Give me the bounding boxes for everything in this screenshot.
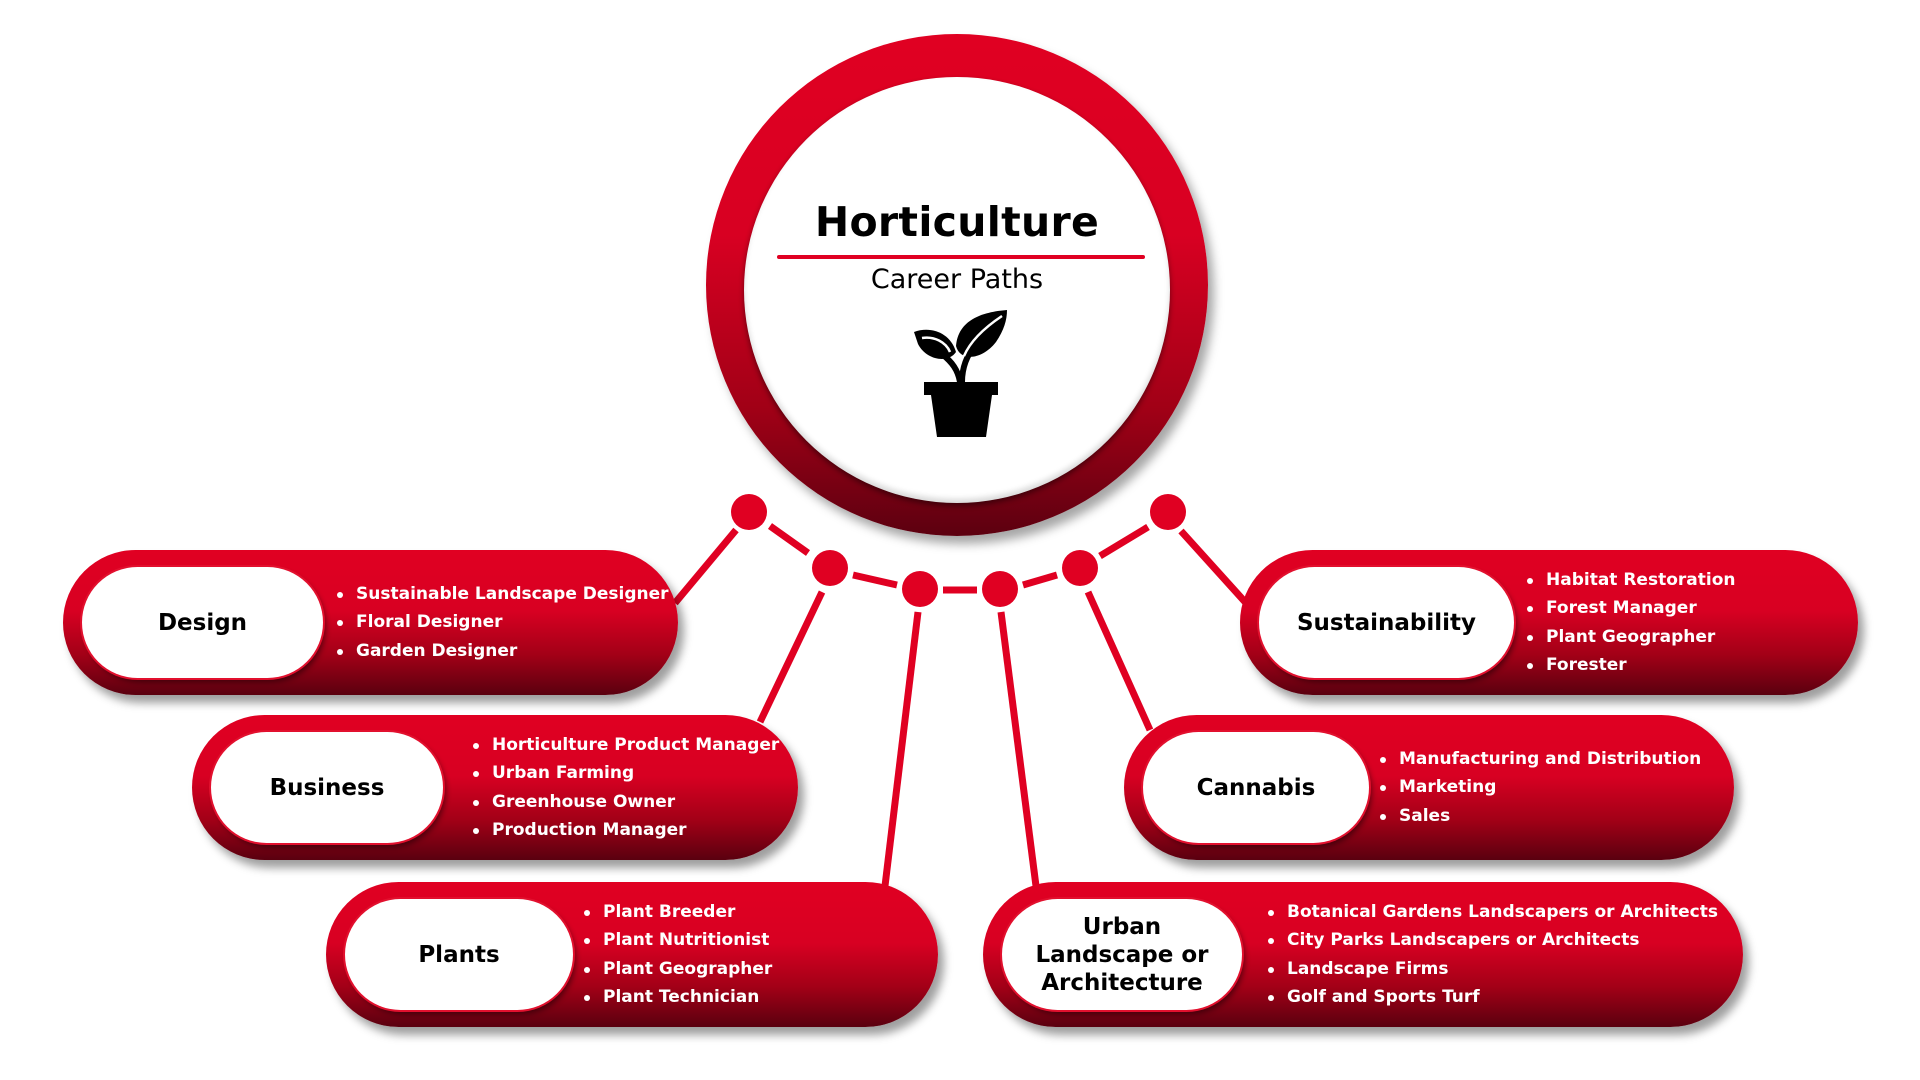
career-list-sustainability: Habitat Restoration Forest Manager Plant… [1527, 550, 1735, 695]
arc-segment [1022, 571, 1058, 589]
category-label-cannabis[interactable]: Cannabis [1143, 732, 1369, 843]
category-urban-landscape: Urban Landscape or Architecture Botanica… [983, 882, 1743, 1027]
career-item: Sustainable Landscape Designer [337, 580, 669, 609]
career-item: Sales [1380, 802, 1701, 831]
career-item: Forester [1527, 651, 1735, 680]
career-list-cannabis: Manufacturing and Distribution Marketing… [1380, 715, 1701, 860]
category-label-sustainability[interactable]: Sustainability [1259, 567, 1514, 678]
spoke-plants [881, 611, 922, 887]
career-item: Habitat Restoration [1527, 566, 1735, 595]
arc-segment [767, 523, 811, 556]
node-dot-urban-landscape [982, 571, 1018, 607]
node-dot-business [812, 550, 848, 586]
career-item: Botanical Gardens Landscapers or Archite… [1268, 898, 1718, 927]
category-design: Design Sustainable Landscape Designer Fl… [63, 550, 678, 695]
category-business: Business Horticulture Product Manager Ur… [192, 715, 798, 860]
career-item: Marketing [1380, 773, 1701, 802]
career-item: Plant Technician [584, 983, 772, 1012]
node-dot-cannabis [1062, 550, 1098, 586]
career-item: City Parks Landscapers or Architects [1268, 926, 1718, 955]
node-dot-design [731, 494, 767, 530]
career-item: Plant Breeder [584, 898, 772, 927]
category-label-urban-landscape[interactable]: Urban Landscape or Architecture [1002, 899, 1242, 1010]
career-list-business: Horticulture Product Manager Urban Farmi… [473, 715, 779, 860]
career-list-urban-landscape: Botanical Gardens Landscapers or Archite… [1268, 882, 1718, 1027]
career-item: Production Manager [473, 816, 779, 845]
spoke-cannabis [1084, 590, 1154, 732]
career-item: Floral Designer [337, 608, 669, 637]
career-item: Garden Designer [337, 637, 669, 666]
arc-segment [1098, 524, 1150, 559]
career-item: Forest Manager [1527, 594, 1735, 623]
potted-plant-icon [914, 310, 1007, 437]
arc-segment [852, 571, 898, 589]
hub-subtitle: Career Paths [870, 264, 1044, 295]
career-item: Urban Farming [473, 759, 779, 788]
spoke-design [672, 527, 739, 606]
category-label-design[interactable]: Design [82, 567, 323, 678]
career-item: Plant Nutritionist [584, 926, 772, 955]
career-item: Horticulture Product Manager [473, 731, 779, 760]
category-cannabis: Cannabis Manufacturing and Distribution … [1124, 715, 1734, 860]
node-dot-sustainability [1150, 494, 1186, 530]
category-label-business[interactable]: Business [211, 732, 443, 843]
career-item: Landscape Firms [1268, 955, 1718, 984]
node-dot-plants [902, 571, 938, 607]
category-label-plants[interactable]: Plants [345, 899, 573, 1010]
career-item: Plant Geographer [584, 955, 772, 984]
career-item: Greenhouse Owner [473, 788, 779, 817]
spoke-sustainability [1178, 528, 1249, 606]
category-plants: Plants Plant Breeder Plant Nutritionist … [326, 882, 938, 1027]
hub-title: Horticulture [814, 198, 1100, 246]
spoke-urban-landscape [997, 611, 1040, 887]
category-sustainability: Sustainability Habitat Restoration Fores… [1240, 550, 1858, 695]
career-list-design: Sustainable Landscape Designer Floral De… [337, 550, 669, 695]
career-item: Plant Geographer [1527, 623, 1735, 652]
career-list-plants: Plant Breeder Plant Nutritionist Plant G… [584, 882, 772, 1027]
career-item: Golf and Sports Turf [1268, 983, 1718, 1012]
career-item: Manufacturing and Distribution [1380, 745, 1701, 774]
hub-divider [777, 255, 1145, 259]
spoke-business [756, 590, 826, 724]
